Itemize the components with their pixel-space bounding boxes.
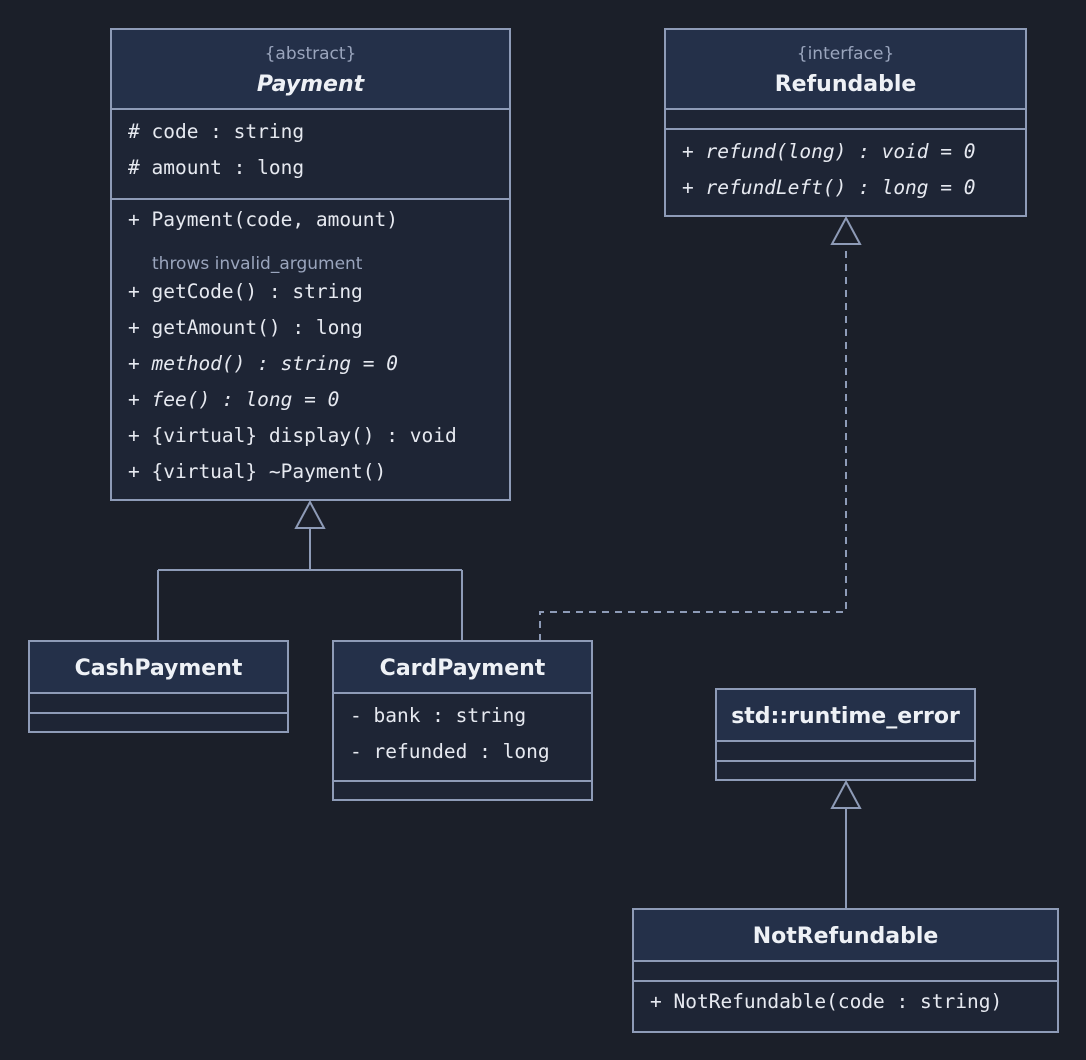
attribute: # amount : long bbox=[128, 156, 305, 179]
class-payment: {abstract} Payment # code : string # amo… bbox=[110, 28, 511, 501]
attributes-section: # code : string # amount : long bbox=[112, 110, 509, 200]
method: + refundLeft() : long = 0 bbox=[682, 176, 976, 199]
class-header: {abstract} Payment bbox=[112, 30, 509, 110]
class-not-refundable: NotRefundable + NotRefundable(code : str… bbox=[632, 908, 1059, 1033]
class-name: std::runtime_error bbox=[731, 704, 960, 729]
generalization-runtime-error bbox=[830, 779, 862, 909]
class-name: CashPayment bbox=[74, 656, 243, 681]
realization-refundable bbox=[539, 215, 862, 641]
stereotype: {interface} bbox=[796, 44, 895, 64]
class-name: CardPayment bbox=[379, 656, 546, 681]
method: + {virtual} ~Payment() bbox=[128, 460, 387, 483]
attributes-section bbox=[30, 694, 287, 714]
class-card-payment: CardPayment - bank : string - refunded :… bbox=[332, 640, 593, 801]
class-name: Refundable bbox=[774, 72, 917, 97]
method: + NotRefundable(code : string) bbox=[650, 990, 1003, 1013]
method: + fee() : long = 0 bbox=[128, 388, 340, 411]
attribute: - refunded : long bbox=[350, 740, 550, 763]
attributes-section bbox=[666, 110, 1025, 130]
generalization-payment bbox=[157, 499, 463, 641]
class-runtime-error: std::runtime_error bbox=[715, 688, 976, 781]
class-header: std::runtime_error bbox=[717, 690, 974, 742]
attributes-section: - bank : string - refunded : long bbox=[334, 694, 591, 782]
attribute: # code : string bbox=[128, 120, 305, 143]
class-name: Payment bbox=[256, 72, 365, 97]
constructor: + Payment(code, amount) bbox=[128, 208, 399, 231]
attribute: - bank : string bbox=[350, 704, 527, 727]
class-header: NotRefundable bbox=[634, 910, 1057, 962]
method: + refund(long) : void = 0 bbox=[682, 140, 976, 163]
method: + getAmount() : long bbox=[128, 316, 363, 339]
attributes-section bbox=[634, 962, 1057, 982]
throws-note: throws invalid_argument bbox=[152, 254, 363, 274]
class-cash-payment: CashPayment bbox=[28, 640, 289, 733]
method: + method() : string = 0 bbox=[128, 352, 399, 375]
class-header: CashPayment bbox=[30, 642, 287, 694]
method: + getCode() : string bbox=[128, 280, 363, 303]
class-name: NotRefundable bbox=[752, 924, 939, 949]
class-refundable: {interface} Refundable + refund(long) : … bbox=[664, 28, 1027, 217]
stereotype: {abstract} bbox=[264, 44, 357, 64]
method: + {virtual} display() : void bbox=[128, 424, 457, 447]
class-header: CardPayment bbox=[334, 642, 591, 694]
class-header: {interface} Refundable bbox=[666, 30, 1025, 110]
attributes-section bbox=[717, 742, 974, 762]
